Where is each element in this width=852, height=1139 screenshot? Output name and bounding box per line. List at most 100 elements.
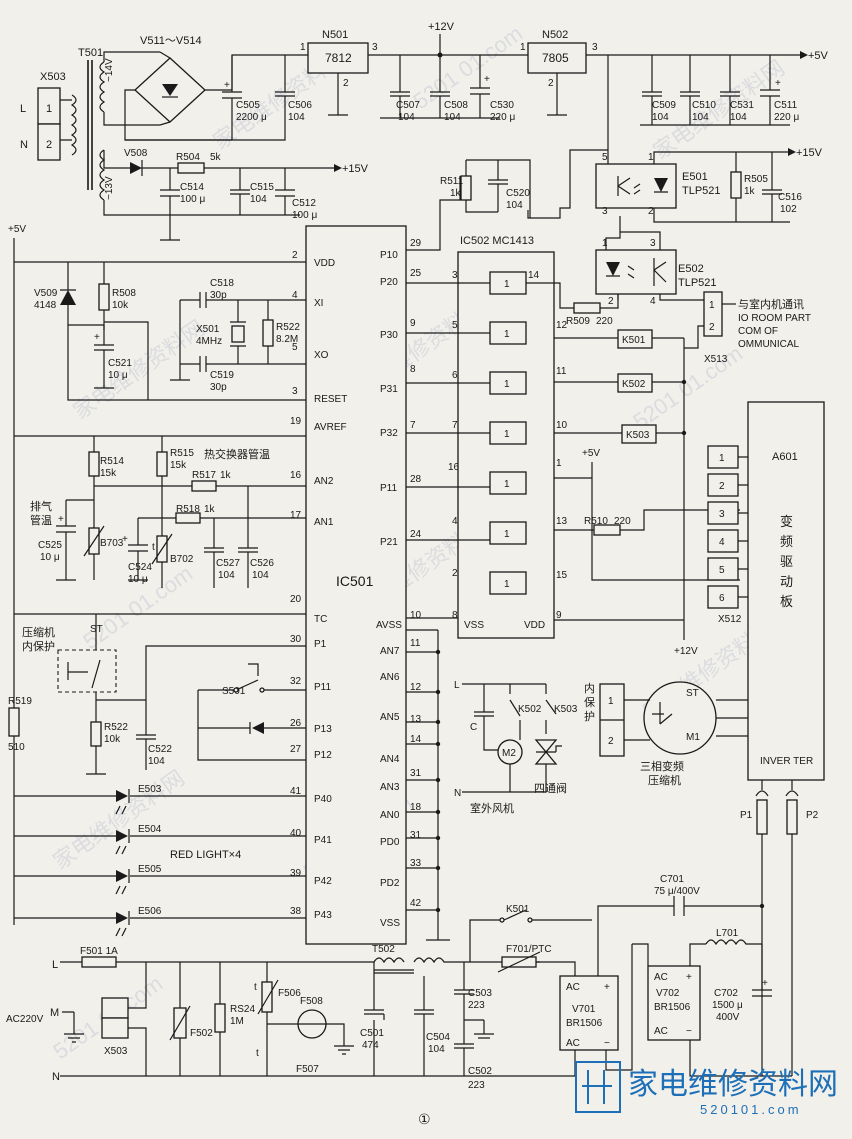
- circuit-trace: [462, 764, 546, 793]
- label-drv1: 变: [780, 514, 793, 529]
- circuit-trace: [62, 1011, 84, 1043]
- label-m1: M1: [686, 732, 700, 743]
- r508-resistor: [98, 283, 110, 311]
- label-c519: C519: [210, 370, 234, 381]
- label-comm1: 与室内机通讯: [738, 297, 804, 311]
- label-r515v: 15k: [170, 460, 187, 471]
- label-N: N: [20, 139, 28, 151]
- circuit-trace: [96, 645, 306, 701]
- label-e503: E503: [138, 784, 162, 795]
- ic501-right-pins: P10 P20 P30 P31 P32 P11 P21 AVSS AN7 AN6…: [376, 238, 422, 929]
- circuit-trace: [800, 51, 808, 59]
- t501-label: T501: [78, 47, 103, 59]
- label-l701: L701: [716, 928, 739, 939]
- label-plus5: +5V: [8, 224, 26, 235]
- label-drv2: 频: [780, 534, 793, 549]
- label-1: 5: [452, 320, 458, 331]
- label-a601: A601: [772, 451, 798, 463]
- label-x503b: X503: [104, 1046, 128, 1057]
- circuit-trace: [364, 962, 385, 1020]
- label-k502: K502: [518, 704, 542, 715]
- circuit-trace: [680, 55, 700, 125]
- label-k503: K503: [626, 430, 650, 441]
- circuit-trace: [406, 176, 461, 251]
- circuit-trace: [534, 750, 558, 765]
- circuit-trace: [374, 969, 414, 974]
- label-c522v: 104: [148, 756, 165, 767]
- label-rp31: P31: [380, 384, 398, 395]
- circuit-trace: [238, 486, 258, 588]
- label-pin1: 1: [504, 579, 510, 590]
- label-an6: AN6: [380, 672, 400, 683]
- circuit-trace: [334, 164, 342, 172]
- circuit-trace: [160, 215, 180, 241]
- label-0: 3: [592, 42, 598, 53]
- x512-connector: 1 2 3 4 5 6 X512: [707, 445, 742, 625]
- label-c515v: 104: [250, 194, 267, 205]
- bridge-label: V511～V514: [140, 35, 202, 47]
- circuit-trace: [116, 790, 128, 802]
- label-rp32: P32: [380, 428, 398, 439]
- circuit-trace: [632, 943, 706, 966]
- circuit-trace: [86, 746, 106, 775]
- r522-resistor: [262, 319, 274, 347]
- label-rs24v: 1M: [230, 1016, 244, 1027]
- label-comp4: 压缩机: [648, 773, 681, 787]
- circuit-trace: [414, 976, 434, 1076]
- label-ac: AC: [566, 1038, 580, 1049]
- circuit-trace: [56, 499, 94, 581]
- label-pd0: PD0: [380, 837, 400, 848]
- circuit-trace: [497, 951, 541, 973]
- label-pin2: 2: [46, 139, 52, 151]
- r515-resistor: [156, 451, 168, 477]
- label-1: 5: [602, 152, 608, 163]
- label-ac: AC: [654, 972, 668, 983]
- circuit-trace: [413, 957, 540, 964]
- circuit-trace: [465, 159, 531, 218]
- circuit-trace: [435, 865, 441, 871]
- circuit-trace: [435, 649, 441, 655]
- label-f508: F508: [300, 996, 323, 1007]
- label-n501: N501: [322, 29, 348, 41]
- label-ac220: AC220V: [6, 1014, 44, 1025]
- label-k501: K501: [622, 335, 646, 346]
- label-tc: TC: [314, 614, 327, 625]
- circuit-trace: [526, 282, 574, 309]
- label-c501: C501: [360, 1028, 384, 1039]
- circuit-trace: [705, 939, 762, 946]
- label-r514v: 15k: [100, 468, 117, 479]
- r504-resistor: [177, 162, 205, 174]
- circuit-trace: [681, 430, 687, 436]
- label-r509: R509: [566, 316, 590, 327]
- label-xi: XI: [314, 298, 323, 309]
- circuit-trace: [198, 663, 306, 691]
- label-13: 18: [410, 802, 422, 813]
- label-comp3: 三相变频: [640, 759, 684, 773]
- label-p40: P40: [314, 794, 332, 805]
- label-8: 30: [290, 634, 302, 645]
- circuit-trace: [151, 516, 173, 588]
- label-vss2: VSS: [464, 620, 484, 631]
- label-reset: RESET: [314, 394, 347, 405]
- figure-number: ①: [418, 1111, 431, 1127]
- circuit-trace: [259, 687, 265, 693]
- label-c702v: 1500 μ: [712, 1000, 743, 1011]
- label-p1: P1: [314, 639, 327, 650]
- label-7: 10: [410, 610, 422, 621]
- v509-diode: [60, 290, 76, 305]
- transformer-primary-coil: [70, 94, 77, 156]
- label-r505v: 1k: [744, 186, 756, 197]
- circuit-trace: [68, 324, 105, 330]
- label-pin1: 1: [504, 279, 510, 290]
- label-c519v: 30p: [210, 382, 227, 393]
- label-0: 14: [528, 270, 540, 281]
- circuit-trace: [99, 149, 106, 201]
- label-c505v: 2200 μ: [236, 112, 267, 123]
- label-c506v: 104: [288, 112, 305, 123]
- label-r519v: 510: [8, 742, 25, 753]
- label-c512v: 100 μ: [292, 210, 317, 221]
- label-6: 17: [290, 510, 302, 521]
- circuit-trace: [115, 805, 127, 937]
- circuit-trace: [204, 518, 224, 588]
